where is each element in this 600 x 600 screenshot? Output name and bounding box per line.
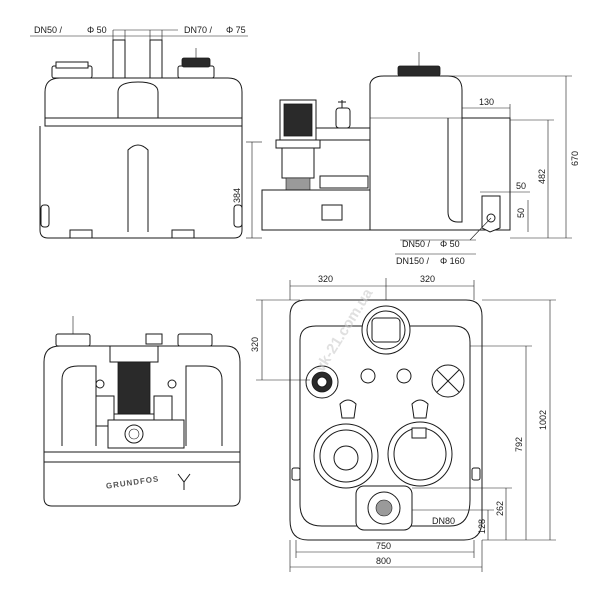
plan-dim-262: 262 <box>495 501 505 516</box>
side-dim-50-horizontal: 50 <box>516 181 526 191</box>
plan-dim-750: 750 <box>376 541 391 551</box>
side-dn150-value: Φ 160 <box>440 256 465 266</box>
side-dim-384: 384 <box>232 188 242 203</box>
front-view: DN50 / Φ 50 DN70 / Φ 75 <box>30 25 248 239</box>
plan-dn80-label: DN80 <box>432 516 455 526</box>
plan-dim-792: 792 <box>514 437 524 452</box>
front-dn70-label: DN70 / <box>184 25 213 35</box>
side-dn150-label: DN150 / <box>396 256 430 266</box>
side-dim-130: 130 <box>479 97 494 107</box>
plan-dim-128: 128 <box>477 519 487 534</box>
side-dim-50-vertical: 50 <box>516 208 526 218</box>
plan-dim-800: 800 <box>376 556 391 566</box>
pump-view: GRUNDFOS <box>43 316 241 507</box>
side-view: 384 130 670 482 50 50 DN50 / Φ 50 DN150 … <box>232 52 580 266</box>
side-dim-482: 482 <box>537 169 547 184</box>
side-dim-670: 670 <box>570 151 580 166</box>
plan-dim-320-left: 320 <box>318 274 333 284</box>
plan-dim-320-right: 320 <box>420 274 435 284</box>
plan-view: 320 320 <box>250 274 556 572</box>
brand-label: GRUNDFOS <box>105 474 160 490</box>
front-dn70-value: Φ 75 <box>226 25 246 35</box>
side-dn50-value: Φ 50 <box>440 239 460 249</box>
front-dn50-label: DN50 / <box>34 25 63 35</box>
front-dn50-value: Φ 50 <box>87 25 107 35</box>
plan-dim-320-vertical: 320 <box>250 337 260 352</box>
plan-dim-1002: 1002 <box>538 410 548 430</box>
side-dn50-label: DN50 / <box>402 239 431 249</box>
